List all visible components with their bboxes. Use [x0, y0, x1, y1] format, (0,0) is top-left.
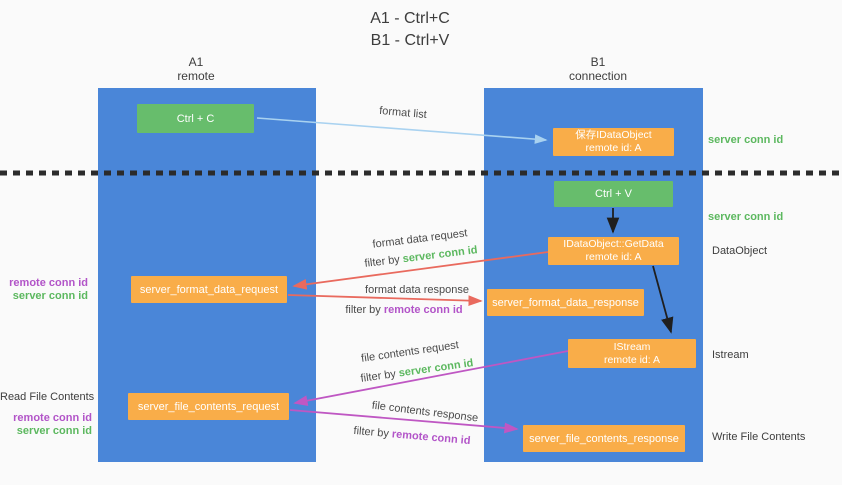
save-idataobject-remote-id: remote id: A: [585, 142, 642, 154]
istream-node: IStream remote id: A: [568, 339, 696, 368]
file-remote-conn-id-annotation: remote conn id: [13, 412, 92, 424]
ctrl-v-node: Ctrl + V: [554, 181, 673, 207]
filter-key-remote-conn-id: remote conn id: [383, 304, 463, 316]
dataobject-annotation: DataObject: [712, 245, 768, 257]
diagram-title: A1 - Ctrl+C B1 - Ctrl+V: [300, 8, 520, 52]
title-line-copy: A1 - Ctrl+C: [370, 10, 450, 27]
server-file-contents-request-label: server_file_contents_request: [137, 400, 280, 413]
format-remote-conn-id-annotation: remote conn id: [9, 277, 88, 289]
filter-by-text: filter by: [345, 304, 381, 316]
filter-key-server-conn-id: server conn id: [397, 357, 475, 380]
filter-by-text: filter by: [363, 253, 401, 270]
server-file-contents-request-node: server_file_contents_request: [128, 393, 289, 420]
column-a1-role: remote: [177, 69, 215, 83]
column-header-a1: A1 remote: [96, 55, 296, 83]
server-format-data-request-label: server_format_data_request: [139, 283, 279, 296]
write-file-contents-annotation: Write File Contents: [712, 431, 806, 443]
server-format-data-response-label: server_format_data_response: [492, 296, 639, 309]
getdata-title: IDataObject::GetData: [563, 238, 664, 250]
column-b1-role: connection: [568, 69, 628, 83]
server-file-contents-response-label: server_file_contents_response: [529, 432, 679, 445]
istream-title: IStream: [613, 340, 651, 353]
read-file-contents-annotation: Read File Contents: [0, 391, 95, 403]
ctrl-c-node: Ctrl + C: [137, 104, 254, 133]
server-conn-id-annotation-mid: server conn id: [708, 211, 784, 223]
istream-annotation: Istream: [712, 349, 749, 361]
format-server-conn-id-annotation: server conn id: [12, 290, 88, 302]
file-request-conn-ids: Read File Contents remote conn id server…: [0, 391, 95, 438]
column-a1-name: A1: [188, 55, 204, 69]
file-contents-response-label: file contents response: [371, 399, 479, 425]
title-line-paste: B1 - Ctrl+V: [370, 32, 450, 49]
filter-by-text: filter by: [353, 424, 390, 440]
save-idataobject-node: 保存IDataObject remote id: A: [553, 128, 674, 156]
ctrl-c-label: Ctrl + C: [176, 112, 215, 125]
filter-by-text: filter by: [359, 368, 397, 385]
file-conn-ids: remote conn id server conn id: [0, 412, 92, 438]
server-conn-id-annotation-top: server conn id: [708, 134, 784, 146]
file-server-conn-id-annotation: server conn id: [16, 425, 92, 437]
format-list-label: format list: [378, 104, 428, 122]
column-header-b1: B1 connection: [498, 55, 698, 83]
save-idataobject-title: 保存IDataObject: [575, 129, 652, 141]
format-data-response-label: format data response: [365, 284, 469, 296]
format-request-conn-ids: remote conn id server conn id: [0, 277, 88, 303]
istream-remote-id: remote id: A: [603, 353, 661, 366]
filter-key-remote-conn-id: remote conn id: [391, 428, 471, 448]
column-b1-name: B1: [590, 55, 606, 69]
getdata-remote-id: remote id: A: [585, 251, 642, 263]
filter-key-server-conn-id: server conn id: [402, 244, 479, 266]
server-file-contents-response-node: server_file_contents_response: [523, 425, 685, 452]
server-format-data-response-node: server_format_data_response: [487, 289, 644, 316]
idataobject-getdata-node: IDataObject::GetData remote id: A: [548, 237, 679, 265]
server-format-data-request-node: server_format_data_request: [131, 276, 287, 303]
ctrl-v-label: Ctrl + V: [595, 188, 632, 200]
